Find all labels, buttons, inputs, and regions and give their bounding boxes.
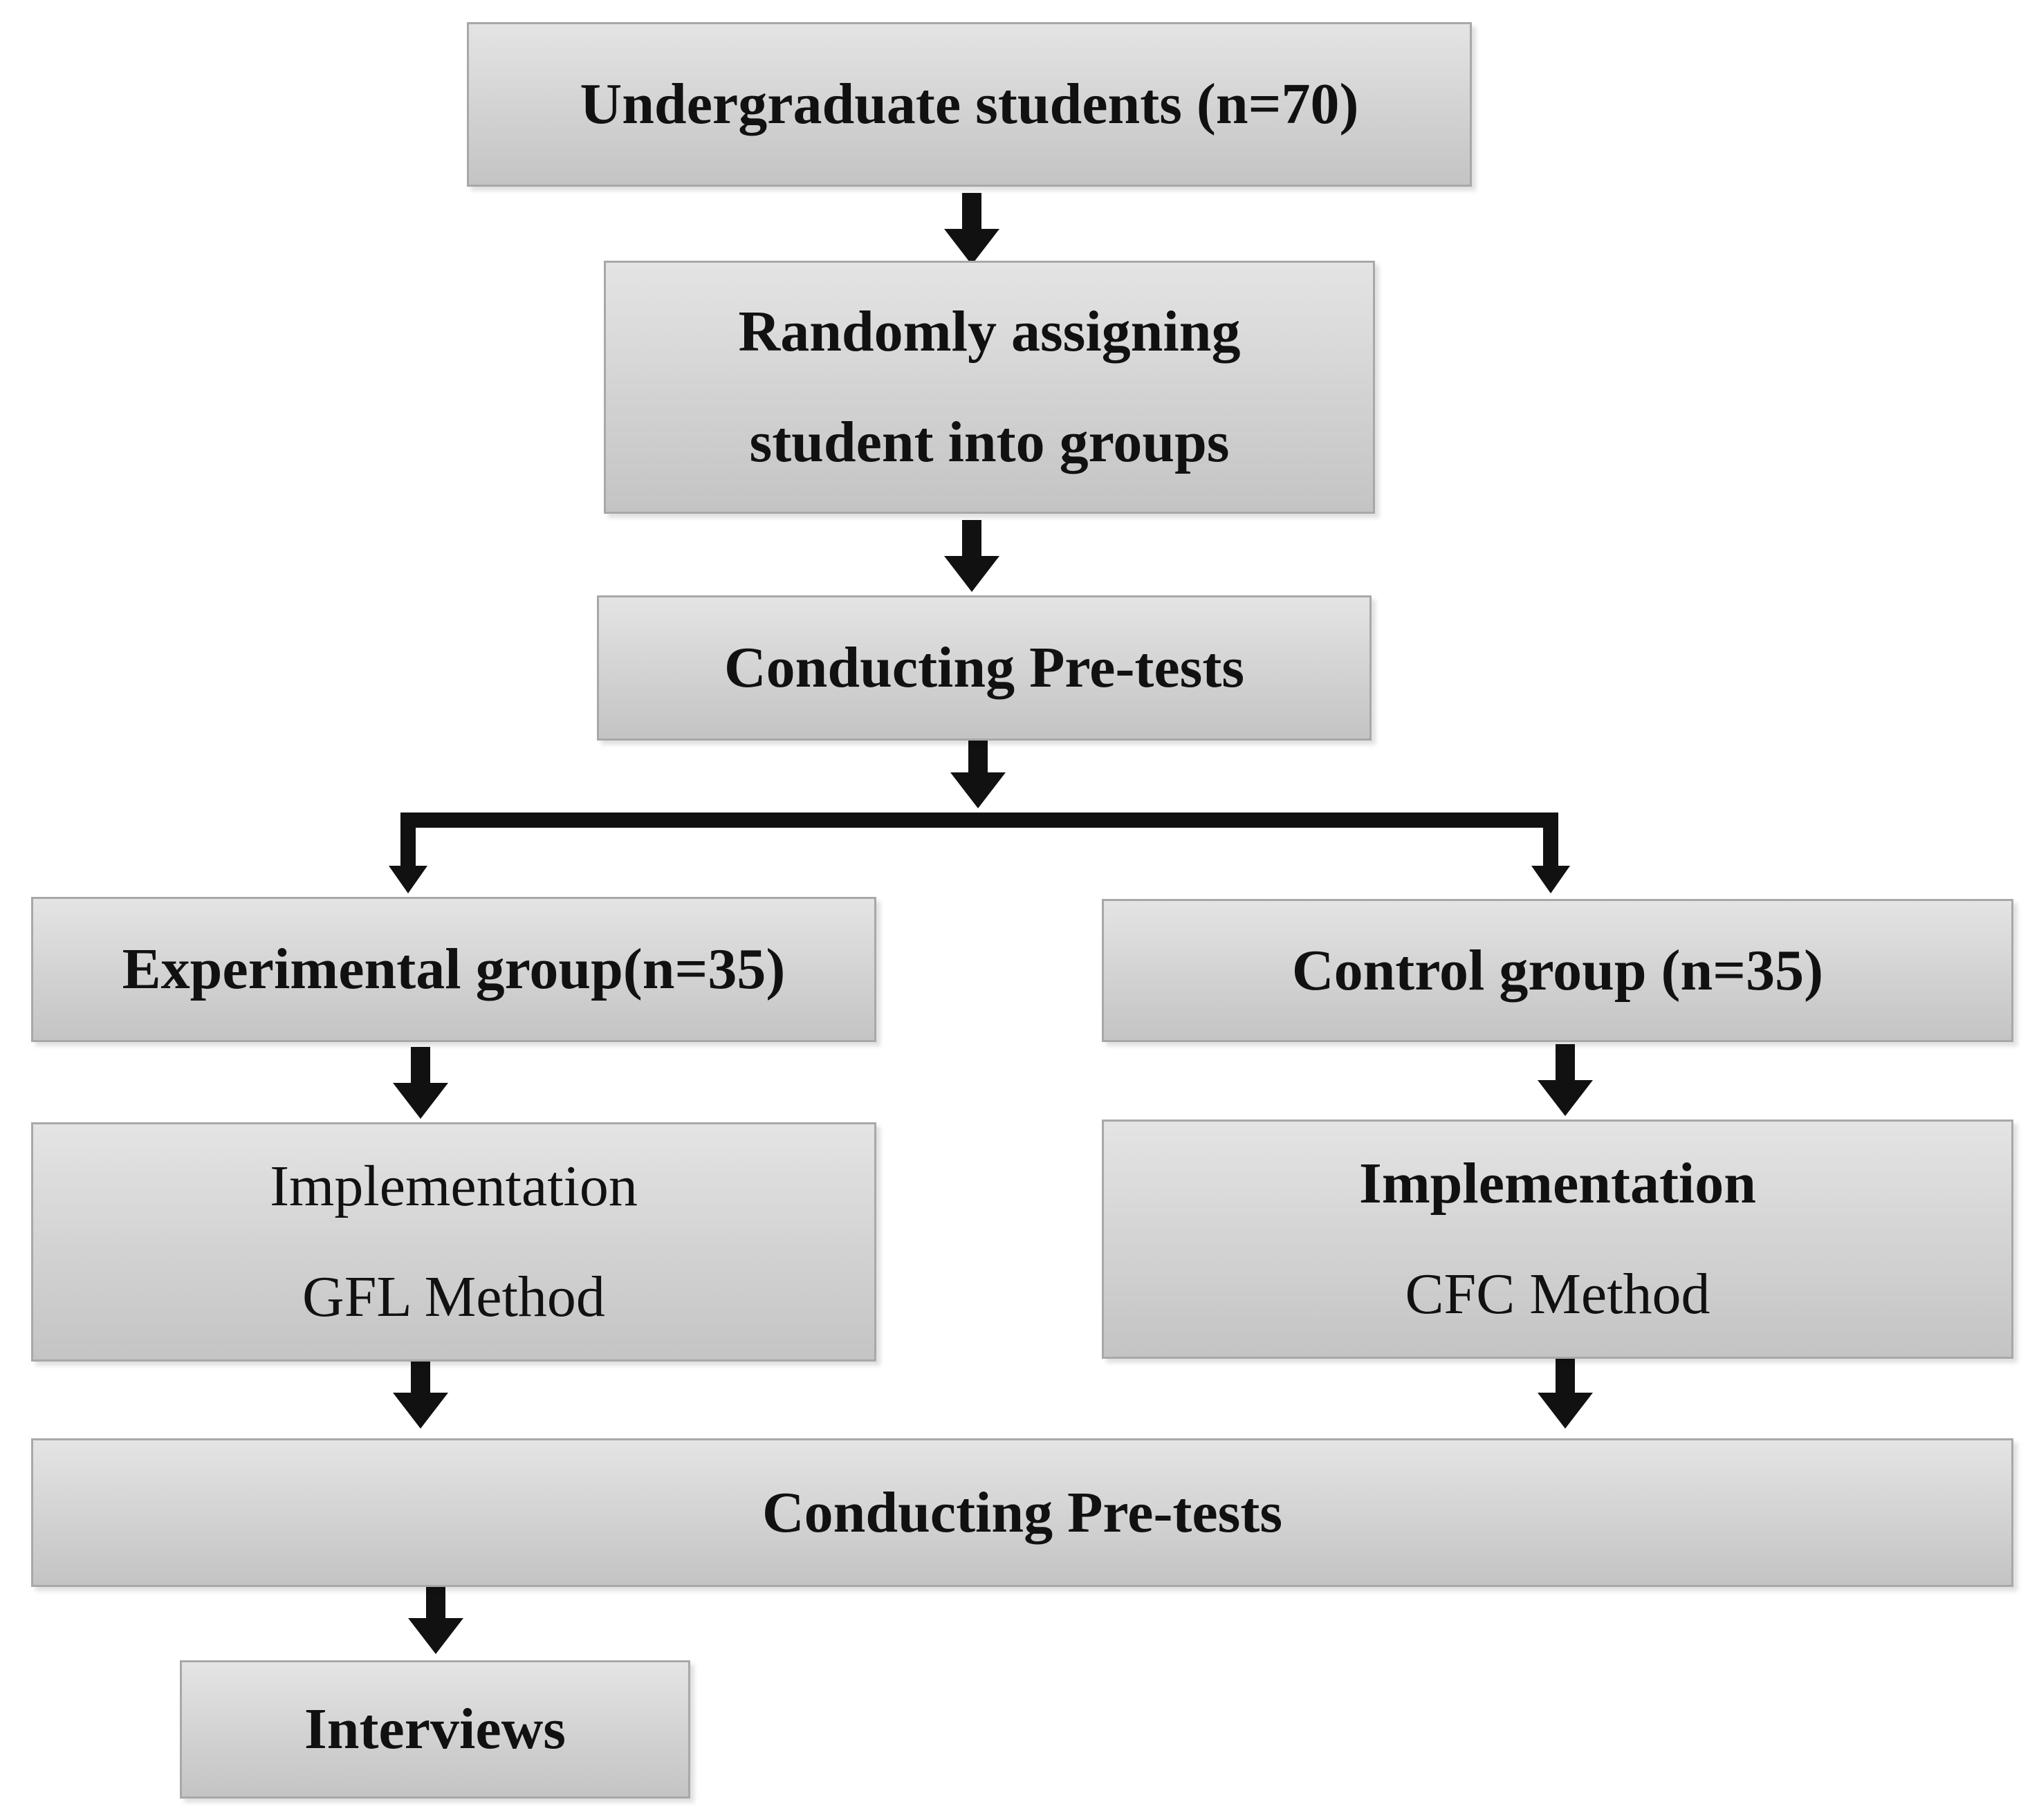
node-implementation-gfl: Implementation GFL Method <box>31 1122 876 1362</box>
node-label-line-1: Implementation <box>270 1154 638 1219</box>
arrow-posttests-to-interviews <box>408 1582 463 1654</box>
node-label-line-2: CFC Method <box>1405 1262 1710 1326</box>
node-label: Conducting Pre-tests <box>723 635 1245 700</box>
node-experimental-group: Experimental group(n=35) <box>31 897 876 1042</box>
node-label-line-1: Implementation <box>1359 1151 1756 1216</box>
node-undergraduate-students: Undergraduate students (n=70) <box>467 22 1472 187</box>
node-implementation-cfc: Implementation CFC Method <box>1102 1120 2013 1359</box>
branch-bar <box>389 813 1570 893</box>
node-label: Undergraduate students (n=70) <box>580 72 1359 137</box>
node-label: Control group (n=35) <box>1291 938 1824 1003</box>
node-randomly-assigning: Randomly assigning student into groups <box>604 261 1375 514</box>
arrow-pretests-to-split <box>950 736 1006 808</box>
node-label-line-2: student into groups <box>749 410 1230 474</box>
node-label-line-2: GFL Method <box>302 1265 605 1329</box>
node-label: Experimental group(n=35) <box>122 937 786 1002</box>
arrow-control-to-impl-cfc <box>1538 1044 1593 1116</box>
node-interviews: Interviews <box>180 1660 690 1799</box>
arrow-impl-cfc-to-posttests <box>1538 1357 1593 1429</box>
node-conducting-pretests: Conducting Pre-tests <box>597 595 1372 741</box>
arrow-random-assign-to-pretests <box>944 520 999 592</box>
node-label-line-1: Randomly assigning <box>738 299 1241 364</box>
node-label: Conducting Pre-tests <box>762 1480 1283 1545</box>
node-label: Interviews <box>304 1697 566 1762</box>
node-conducting-pretests-final: Conducting Pre-tests <box>31 1438 2013 1587</box>
arrow-impl-gfl-to-posttests <box>393 1357 448 1429</box>
arrow-experimental-to-impl-gfl <box>393 1047 448 1119</box>
arrow-undergraduates-to-random-assign <box>944 193 999 265</box>
node-control-group: Control group (n=35) <box>1102 899 2013 1042</box>
